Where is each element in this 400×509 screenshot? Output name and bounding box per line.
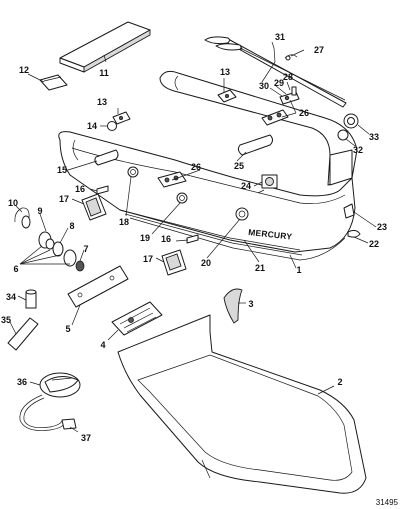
d-ring-patch-near <box>112 111 131 125</box>
tube-handle <box>237 134 273 156</box>
callout-24: 24 <box>241 181 251 191</box>
callout-1: 1 <box>296 265 301 275</box>
callout-30: 30 <box>259 81 269 91</box>
tie-strap <box>223 288 243 324</box>
callout-34: 34 <box>6 292 16 302</box>
callout-13-far: 13 <box>220 67 230 77</box>
document-number: 31495 <box>376 498 399 507</box>
vent-cover <box>111 301 163 336</box>
callout-31: 31 <box>275 32 285 42</box>
callout-14: 14 <box>87 121 97 131</box>
callout-21: 21 <box>255 263 265 273</box>
callout-19: 19 <box>140 233 150 243</box>
seat-bracket-17-lower <box>161 249 187 276</box>
pump-hose <box>19 394 65 431</box>
oars <box>204 36 347 108</box>
callout-13-near: 13 <box>97 97 107 107</box>
callout-18: 18 <box>119 217 129 227</box>
bow-handle <box>94 149 119 166</box>
callout-8: 8 <box>69 221 74 231</box>
callout-37: 37 <box>81 433 91 443</box>
callout-10: 10 <box>8 198 18 208</box>
callout-36: 36 <box>17 377 27 387</box>
leader-lines <box>9 41 377 433</box>
callout-17-lower: 17 <box>143 254 153 264</box>
callout-16-lower: 16 <box>161 234 171 244</box>
callout-6: 6 <box>13 264 18 274</box>
callout-35: 35 <box>1 315 11 325</box>
callout-25: 25 <box>234 161 244 171</box>
callout-22: 22 <box>369 239 379 249</box>
callout-11: 11 <box>99 68 109 78</box>
valve-20 <box>235 207 249 221</box>
transom-fitting-23 <box>343 203 355 219</box>
callout-2: 2 <box>337 377 342 387</box>
callout-32: 32 <box>353 145 363 155</box>
oarlock-patch-far <box>261 109 289 126</box>
valve-assembly <box>14 207 85 272</box>
callout-20: 20 <box>201 258 211 268</box>
glue-tube <box>7 317 39 351</box>
seat-bench <box>59 21 151 73</box>
valve-18 <box>127 166 139 178</box>
callout-4: 4 <box>100 340 105 350</box>
callout-16-upper: 16 <box>75 184 85 194</box>
hose-adapter <box>61 418 77 430</box>
callout-15: 15 <box>57 165 67 175</box>
ring <box>107 121 117 131</box>
seat-bracket-17-upper <box>81 193 107 221</box>
foot-pump <box>39 372 81 398</box>
oarlock-patch-near <box>157 171 187 188</box>
callout-5: 5 <box>65 324 70 334</box>
valve-mid <box>176 192 188 204</box>
name-plate-lower <box>186 234 199 244</box>
callout-27: 27 <box>314 45 324 55</box>
callout-3: 3 <box>248 299 253 309</box>
repair-kit-cap <box>25 289 37 309</box>
hull-brand-label: MERCURY <box>248 227 293 242</box>
gasket-plate <box>67 265 129 308</box>
callout-7: 7 <box>83 244 88 254</box>
inflatable-boat-hull <box>58 70 358 261</box>
callout-9: 9 <box>37 206 42 216</box>
name-plate-upper <box>96 185 109 195</box>
floor-liner <box>117 314 367 494</box>
callout-12: 12 <box>19 65 29 75</box>
callout-17-upper: 17 <box>59 194 69 204</box>
valve-ring-33 <box>343 113 359 129</box>
callout-labels: 11 12 13 13 14 15 16 16 17 17 18 19 20 2… <box>1 32 387 443</box>
callout-33: 33 <box>369 132 379 142</box>
callout-23: 23 <box>377 222 387 232</box>
seat-strap <box>39 74 68 91</box>
callout-26-near: 26 <box>191 162 201 172</box>
drain-plug <box>257 174 278 194</box>
valve-ring-32 <box>337 129 349 141</box>
callout-26-far: 26 <box>299 108 309 118</box>
oar-clip <box>284 54 298 61</box>
transom-fitting-22 <box>347 229 361 238</box>
callout-29: 29 <box>274 78 284 88</box>
oarlock-assembly <box>279 86 300 105</box>
d-ring-patch-far <box>217 89 237 103</box>
callout-28: 28 <box>283 72 293 82</box>
